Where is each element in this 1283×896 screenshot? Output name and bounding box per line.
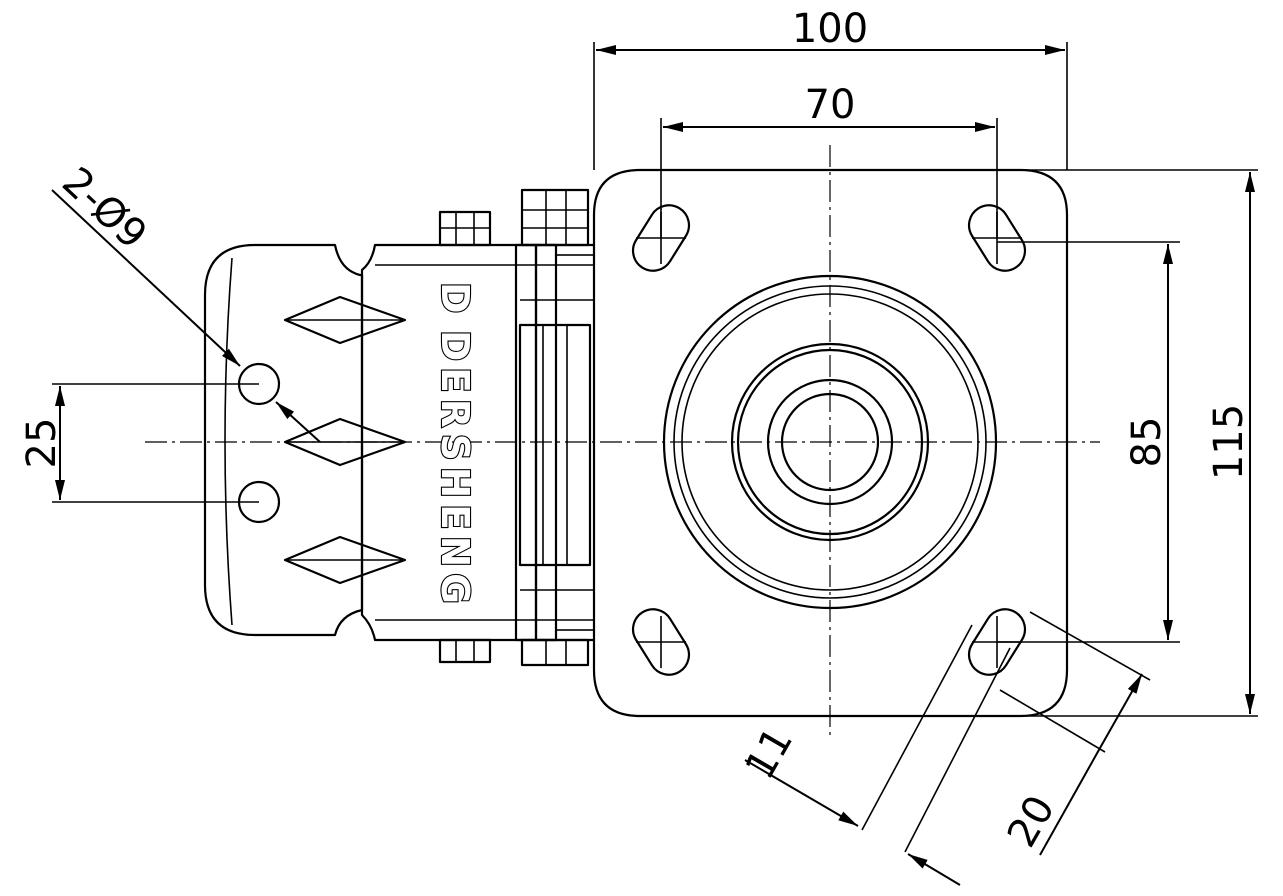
dimension-slot-width: 11 (737, 624, 1011, 886)
top-plate (592, 168, 1069, 718)
dimension-label-20: 20 (999, 788, 1064, 855)
dimension-label-100: 100 (792, 6, 868, 52)
dimension-hole-spacing-x: 70 (660, 82, 998, 238)
dimension-hole-spacing-y: 85 (997, 241, 1180, 643)
brake-pedal (203, 243, 407, 637)
dimension-brake-holes: 2-Ø9 (51, 159, 321, 443)
swivel-bearing (662, 274, 998, 610)
dimension-label-2-phi9: 2-Ø9 (53, 159, 155, 259)
fork-body (360, 188, 596, 667)
bolt-head-top (438, 210, 492, 247)
dimension-slot-length: 20 (999, 611, 1151, 856)
dimension-label-70: 70 (805, 82, 856, 128)
bolt-head-bottom (438, 638, 492, 664)
mounting-slot-bottom-left (631, 608, 691, 676)
dimension-brake-hole-pitch: 25 (19, 383, 259, 503)
dimension-label-11: 11 (737, 720, 802, 787)
dimension-label-85: 85 (1124, 417, 1170, 468)
pedal-grip-ridge-1 (283, 295, 407, 345)
axle-nut-top (520, 188, 590, 247)
brand-logo-mark: D (433, 282, 477, 320)
dimension-label-25: 25 (19, 418, 65, 469)
axle-nut-bottom (520, 638, 590, 667)
pedal-grip-ridge-3 (283, 535, 407, 585)
dimension-label-115: 115 (1206, 404, 1252, 480)
brand-logo: D DERSHENG (432, 281, 478, 611)
dimension-width-overall: 100 (593, 6, 1068, 170)
dimension-height-overall: 115 (1020, 169, 1258, 717)
pedal-grip-ridge-2 (283, 417, 407, 467)
brand-name: DERSHENG (433, 330, 477, 610)
